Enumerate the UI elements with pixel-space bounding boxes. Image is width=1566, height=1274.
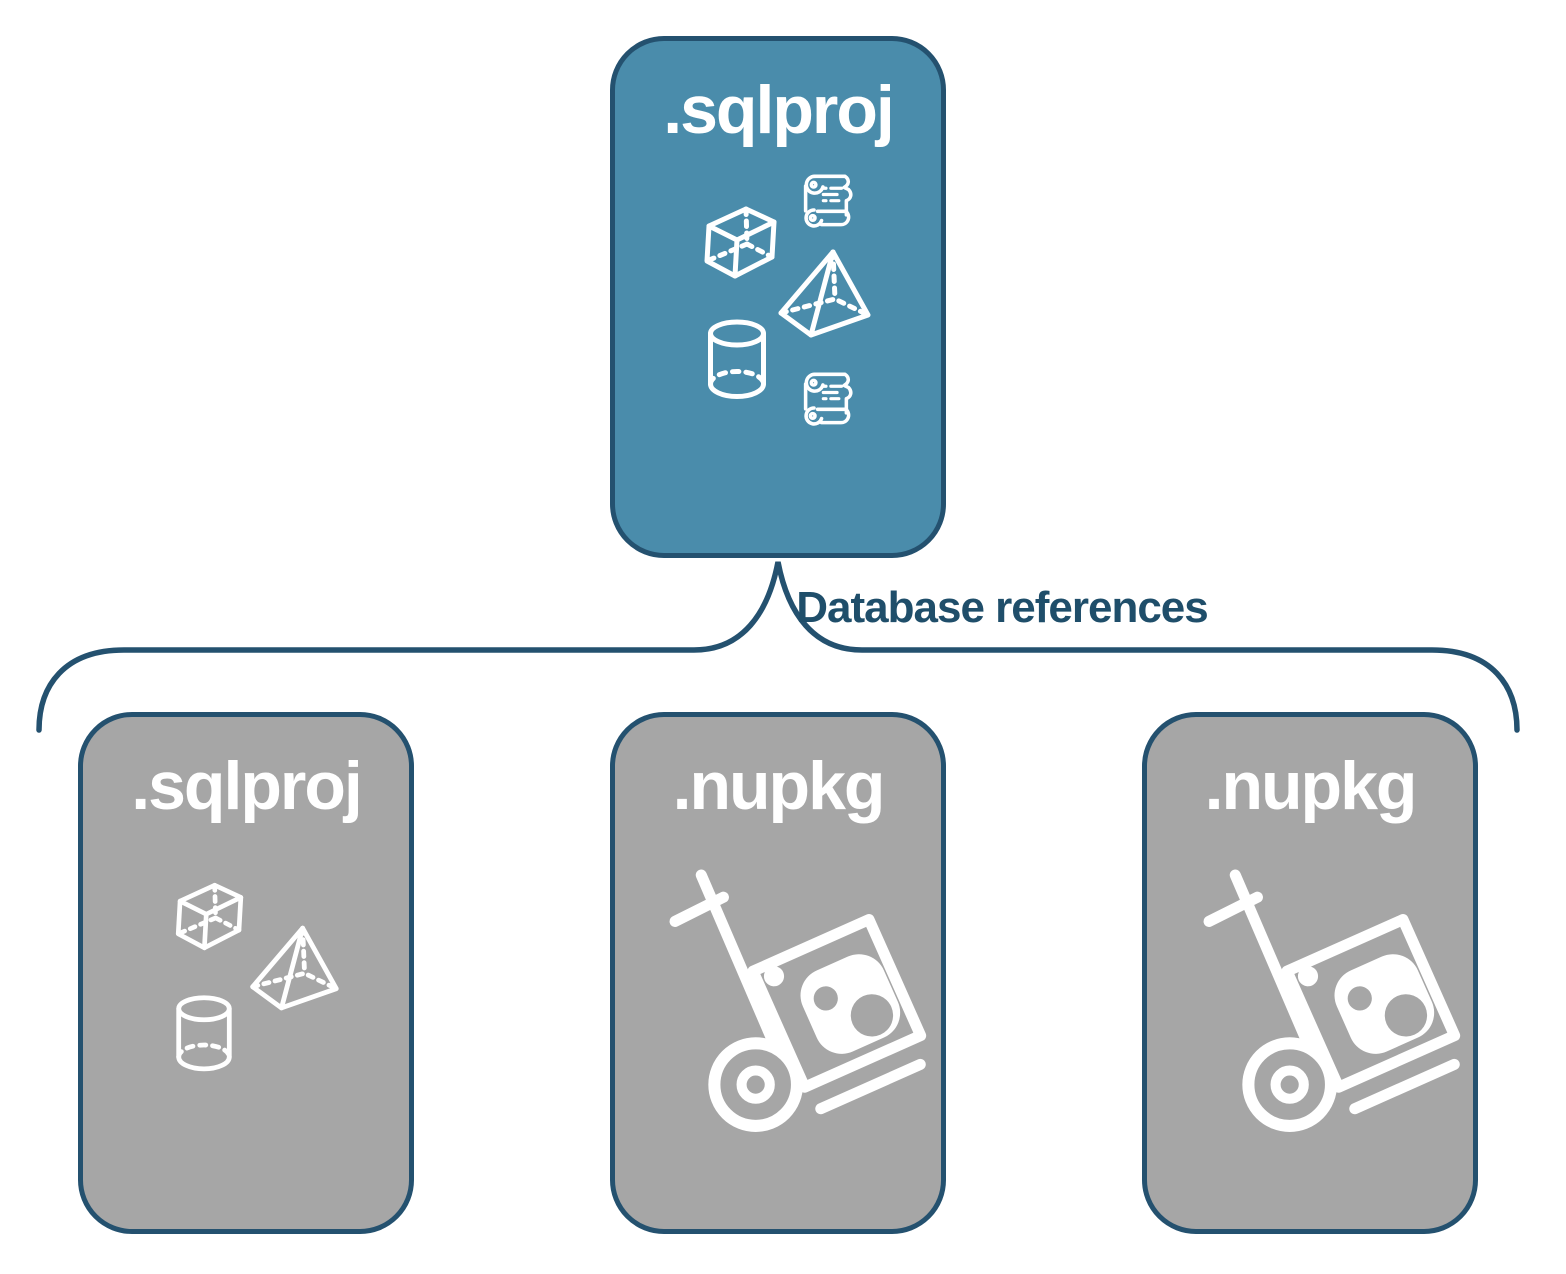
nuget-dolly-icon	[665, 869, 931, 1135]
database-references-label: Database references	[796, 583, 1208, 632]
scroll-icon	[791, 367, 853, 433]
card-title: .sqlproj	[131, 748, 363, 824]
nuget-dolly-icon	[1199, 869, 1465, 1135]
child-card-nupkg-2: .nupkg	[1142, 712, 1478, 1234]
card-title: .sqlproj	[663, 72, 895, 148]
pyramid-icon	[245, 923, 343, 1014]
root-card-sqlproj: .sqlproj	[610, 36, 946, 558]
pyramid-icon	[773, 247, 875, 341]
child-card-sqlproj: .sqlproj	[78, 712, 414, 1234]
cylinder-icon	[703, 317, 771, 405]
card-title: .nupkg	[672, 748, 886, 824]
cube-icon	[167, 875, 253, 959]
scroll-icon	[791, 169, 853, 235]
child-card-nupkg-1: .nupkg	[610, 712, 946, 1234]
card-title: .nupkg	[1204, 748, 1418, 824]
cylinder-icon	[171, 993, 237, 1077]
brace-connector	[36, 561, 1520, 733]
